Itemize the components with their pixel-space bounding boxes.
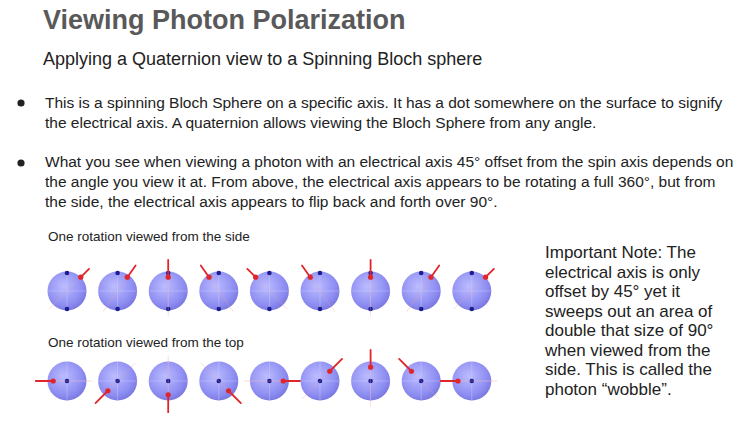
electrical-axis-dot [455,378,460,383]
bloch-sphere [247,269,289,311]
axis-trace-line [53,381,92,382]
electrical-axis-dot [428,275,433,280]
electrical-axis-dot [166,275,171,280]
note-text: Important Note: The electrical axis is o… [545,243,730,399]
bloch-sphere [244,362,301,401]
electrical-axis-line [229,391,241,403]
bloch-sphere [96,362,138,404]
electrical-axis-line [370,260,372,277]
electrical-axis-line [330,359,342,371]
axis-trace-line [49,277,81,309]
axis-trace-line [244,381,283,382]
bloch-sphere [301,359,343,401]
bullet-dot [17,159,24,166]
bloch-sphere [351,350,390,407]
electrical-axis-dot [368,275,373,280]
sphere-body [48,272,87,311]
axis-trace-line [407,277,431,311]
bullet-text: What you see when viewing a photon with … [45,152,737,212]
bloch-sphere [149,356,188,413]
electrical-axis-dot [308,275,313,280]
sphere-body [250,272,289,311]
electrical-axis-dot [105,388,110,393]
bloch-sphere [351,260,390,317]
axis-trace-line [108,363,136,391]
spin-pole-dot [115,271,120,276]
bloch-sphere [36,362,93,401]
spin-pole-dot [470,271,475,276]
electrical-axis-dot [253,275,258,280]
axis-trace-line [454,277,486,309]
electrical-axis-dot [281,378,286,383]
spin-pole-dot [217,307,222,312]
axis-trace-line [168,277,169,316]
axis-trace-line [256,277,288,309]
axis-trace-line [168,356,169,395]
electrical-axis-line [36,380,53,382]
bloch-sphere [452,269,494,311]
electrical-axis-dot [409,369,414,374]
bullet-text: This is a spinning Bloch Sphere on a spe… [45,93,737,133]
spin-pole-dot [318,307,323,312]
bloch-sphere [98,266,137,312]
row-caption: One rotation viewed from the top [48,334,368,351]
bloch-sphere [199,266,238,312]
spin-pole-dot [217,271,222,276]
electrical-axis-line [370,350,372,367]
spin-pole-dot [419,271,424,276]
axis-trace-line [209,277,233,311]
axis-trace-line [201,363,229,391]
spin-pole-dot [470,307,475,312]
bullet-dot [17,99,24,106]
electrical-axis-dot [166,392,171,397]
bloch-sphere [199,362,241,404]
bloch-sphere [48,269,90,311]
spin-pole-dot [115,307,120,312]
axis-trace-line [458,381,497,382]
electrical-axis-dot [206,275,211,280]
axis-trace-line [302,371,330,399]
electrical-axis-line [96,391,108,403]
spin-pole-dot [267,271,272,276]
electrical-axis-line [283,380,300,382]
bloch-sphere [441,362,498,401]
spin-pole-dot [65,271,70,276]
axis-trace-line [370,367,371,406]
sphere-rows [36,260,497,412]
bloch-sphere [399,359,441,401]
electrical-axis-dot [483,275,488,280]
electrical-axis-dot [368,365,373,370]
electrical-axis-line [167,395,169,412]
electrical-axis-line [399,359,411,371]
bloch-sphere [149,260,188,317]
spin-pole-dot [419,307,424,312]
electrical-axis-line [167,260,169,277]
spin-pole-dot [65,307,70,312]
axis-trace-line [103,277,127,311]
row-caption: One rotation viewed from the side [48,228,368,245]
spin-pole-dot [267,307,272,312]
spin-pole-dot [318,271,323,276]
axis-trace-line [310,277,334,311]
slide-title: Viewing Photon Polarization [43,3,723,37]
slide-subtitle: Applying a Quaternion view to a Spinning… [43,47,733,71]
axis-trace-line [411,371,439,399]
electrical-axis-dot [78,275,83,280]
bloch-sphere [402,266,441,312]
electrical-axis-dot [226,388,231,393]
electrical-axis-dot [125,275,130,280]
electrical-axis-dot [327,369,332,374]
axis-trace-line [370,277,371,316]
electrical-axis-line [441,380,458,382]
sphere-body [452,272,491,311]
electrical-axis-dot [51,378,56,383]
bloch-sphere [301,266,340,312]
